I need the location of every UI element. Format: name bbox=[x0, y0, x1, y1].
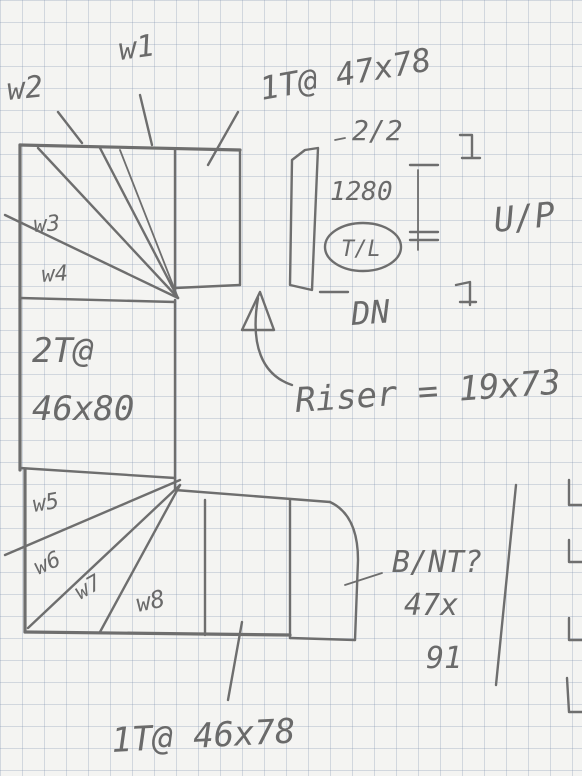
label-w1: w1 bbox=[116, 28, 157, 68]
label-tl: T/L bbox=[341, 237, 381, 262]
label-riser: Riser = 19x73 bbox=[294, 363, 562, 421]
label-w8: w8 bbox=[133, 584, 167, 617]
label-bnt-line3: 91 bbox=[426, 641, 462, 676]
label-bottom-tread: 1T@ 46x78 bbox=[110, 711, 296, 761]
label-dn: DN bbox=[349, 292, 392, 333]
label-w5: w5 bbox=[31, 489, 61, 518]
upper-winder-block bbox=[3, 93, 242, 304]
label-top-tread: 1T@ 47x78 bbox=[257, 40, 434, 108]
label-dim-1280: 1280 bbox=[330, 177, 393, 207]
label-w2: w2 bbox=[5, 69, 45, 108]
label-up-right: U/P bbox=[492, 195, 557, 241]
right-margin-marks bbox=[494, 478, 582, 714]
label-w7: w7 bbox=[71, 570, 107, 605]
label-two-two: 2/2 bbox=[352, 114, 403, 147]
middle-flight bbox=[18, 298, 177, 482]
label-bnt-line2: 47x bbox=[404, 588, 458, 623]
label-mid-tread-line1: 2T@ bbox=[32, 331, 94, 371]
label-mid-tread-line2: 46x80 bbox=[32, 389, 134, 429]
section-detail bbox=[288, 133, 482, 307]
label-w6: w6 bbox=[30, 547, 64, 581]
label-w3: w3 bbox=[33, 211, 61, 238]
lower-winder-block bbox=[3, 468, 383, 702]
label-w4: w4 bbox=[41, 261, 69, 288]
label-bnt-line1: B/NT? bbox=[392, 545, 482, 580]
riser-arrow bbox=[240, 290, 294, 387]
